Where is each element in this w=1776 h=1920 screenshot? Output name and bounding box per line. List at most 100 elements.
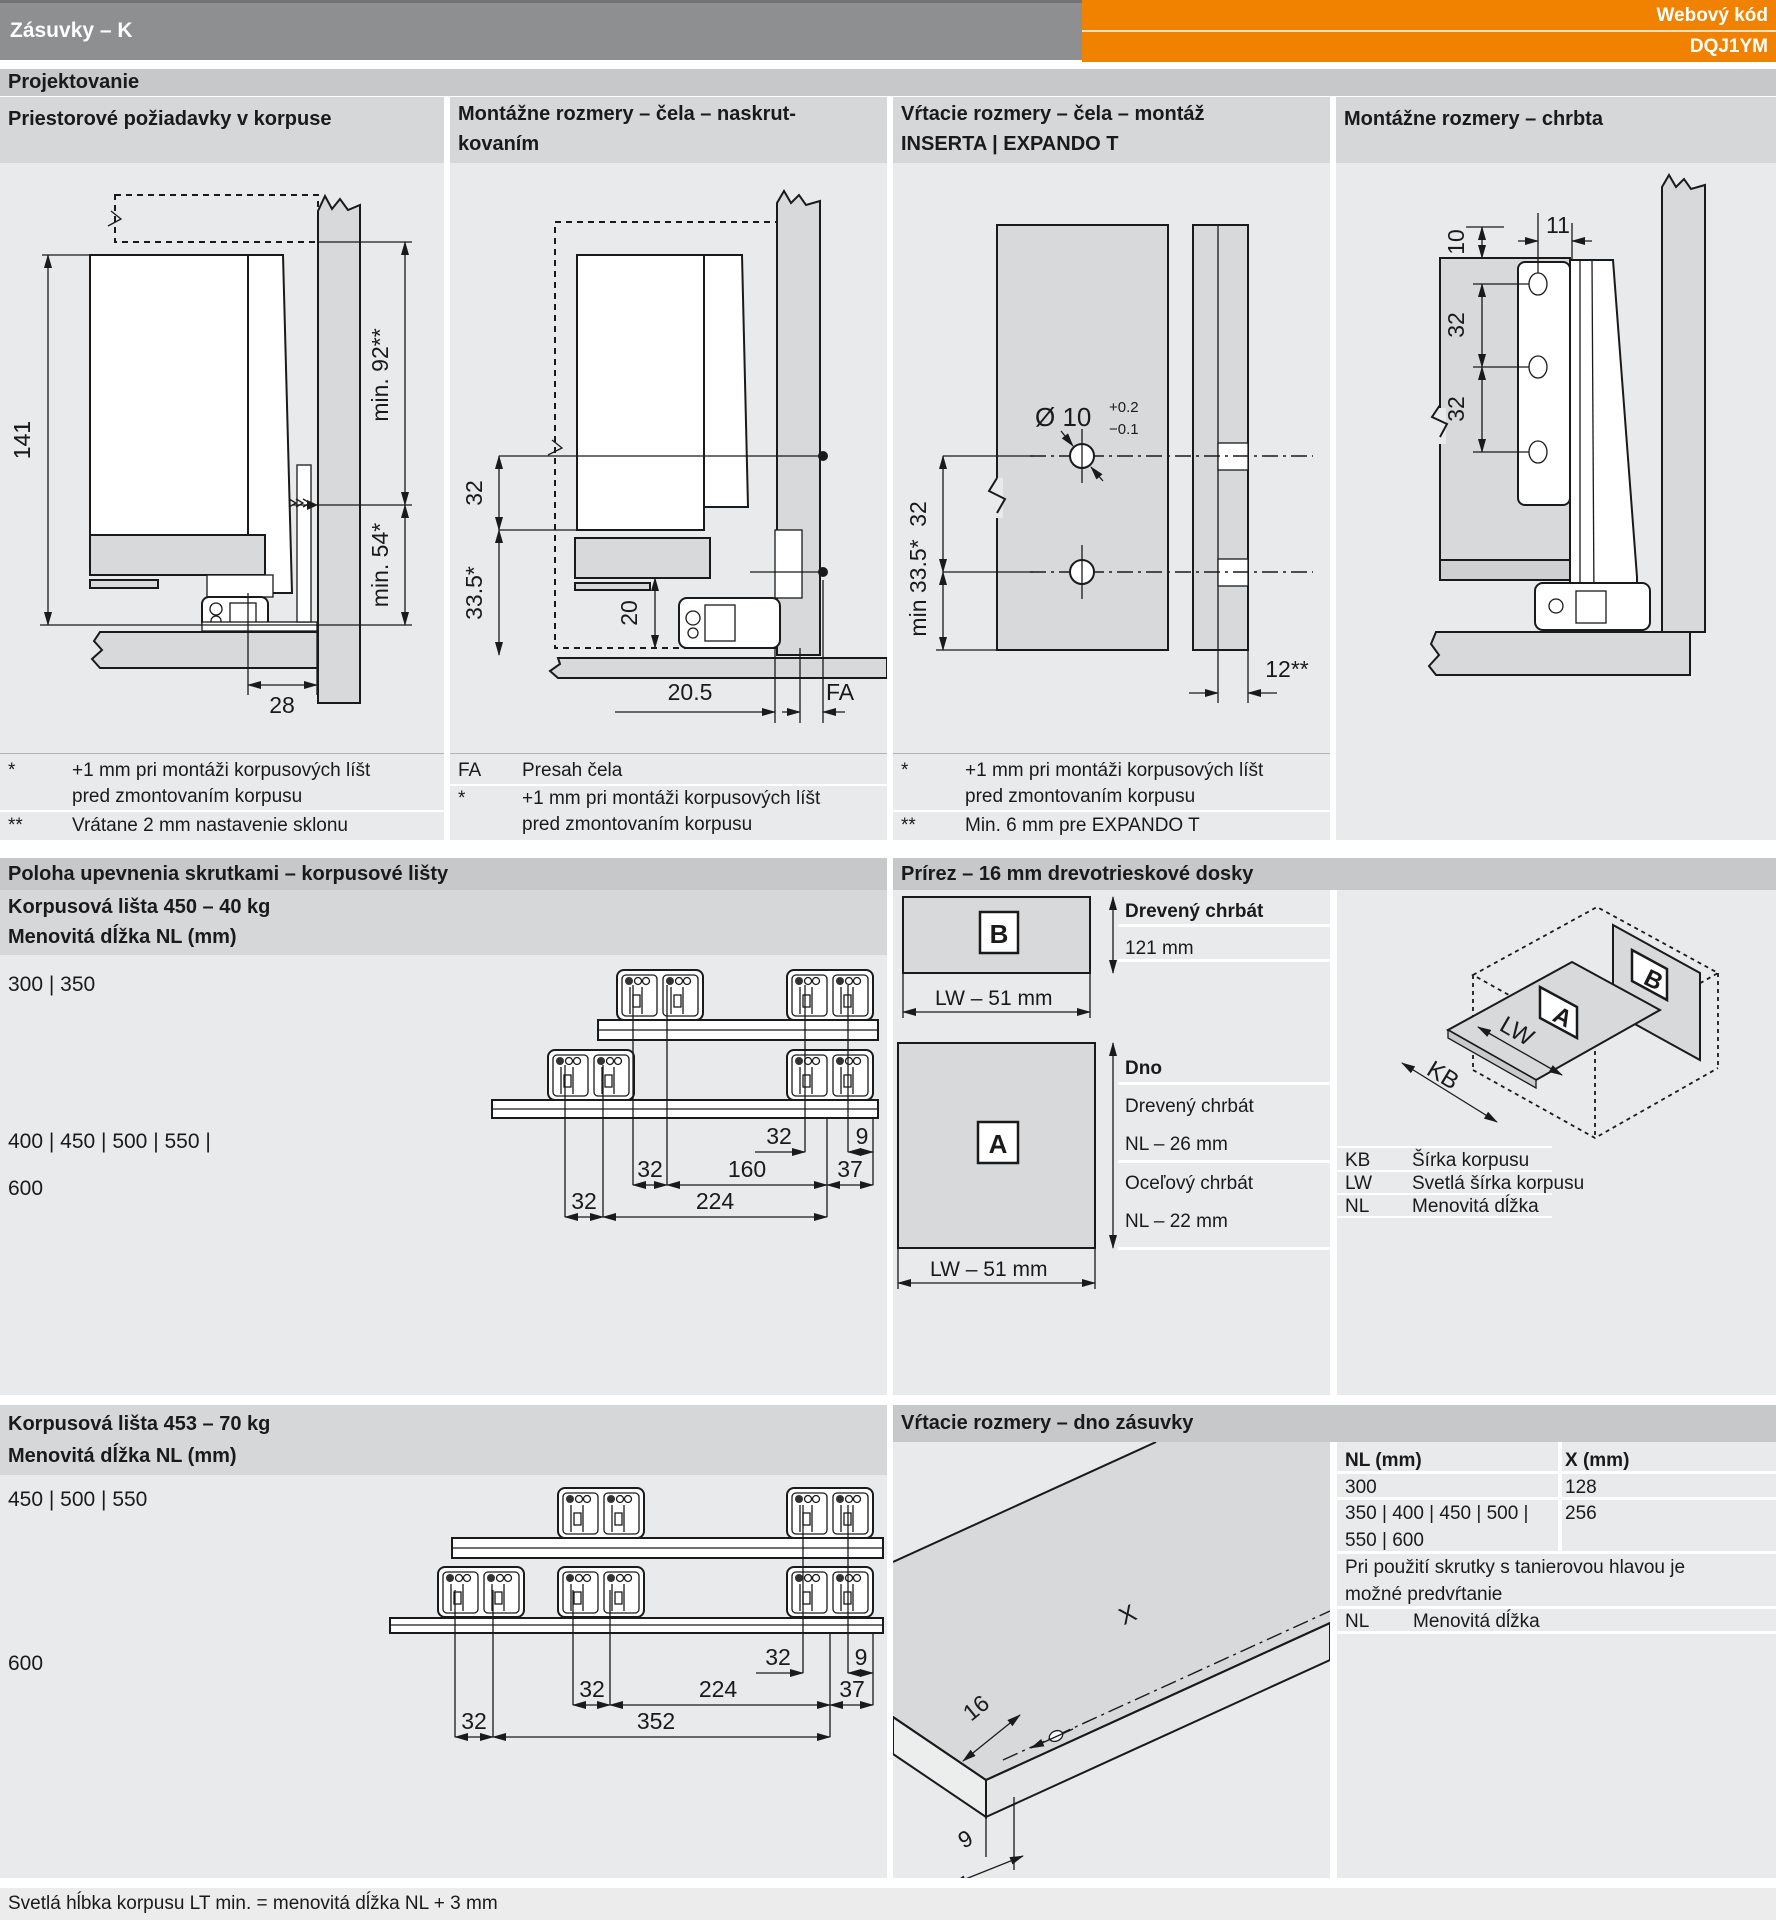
col3-title-line2: INSERTA | EXPANDO T bbox=[901, 133, 1119, 155]
s2-list2: 400 | 450 | 500 | 550 | bbox=[8, 1130, 211, 1153]
s3-right-bar: Vŕtacie rozmery – dno zásuvky bbox=[893, 1405, 1776, 1442]
legend-kb-sym: KB bbox=[1345, 1150, 1371, 1171]
legend-nl-desc: Menovitá dĺžka bbox=[1412, 1196, 1539, 1217]
col1-note2: Vrátane 2 mm nastavenie sklonu bbox=[72, 815, 349, 836]
dim-32b: 32 bbox=[1443, 396, 1469, 422]
col4-drawing: 10 11 32 32 bbox=[1427, 173, 1706, 676]
col2-footnote-topline bbox=[450, 753, 887, 754]
a-row2: NL – 26 mm bbox=[1125, 1134, 1228, 1155]
gap-s2-s3 bbox=[0, 1395, 1776, 1405]
s2-left-band: Korpusová lišta 450 – 40 kg Menovitá dĺž… bbox=[0, 890, 887, 955]
table-sep2 bbox=[1337, 1497, 1776, 1500]
col3-note1b: pred zmontovaním korpusu bbox=[965, 786, 1196, 807]
legend-kb-desc: Šírka korpusu bbox=[1412, 1150, 1530, 1171]
col3-note2-sym: ** bbox=[901, 815, 916, 836]
table-r2c1b: 550 | 600 bbox=[1345, 1530, 1424, 1551]
a-label-dno: Dno bbox=[1125, 1058, 1162, 1079]
dim-min92: min. 92** bbox=[367, 328, 393, 421]
s2-dim-32a: 32 bbox=[766, 1123, 792, 1149]
s2-right-gutter bbox=[1330, 890, 1337, 1395]
prirez-cut-drawing: B A bbox=[897, 896, 1117, 1289]
col2-title-line1: Montážne rozmery – čela – naskrut- bbox=[458, 103, 796, 125]
panel-b-letter: B bbox=[990, 919, 1009, 949]
dim-20: 20 bbox=[616, 600, 642, 626]
legend-sep1 bbox=[1337, 1170, 1552, 1172]
s3-left-sub1: Korpusová lišta 453 – 70 kg bbox=[8, 1413, 271, 1435]
web-code-box: Webový kód DQJ1YM bbox=[1082, 0, 1776, 62]
a-sep3 bbox=[1118, 1247, 1330, 1250]
table-r1c1: 300 bbox=[1345, 1477, 1377, 1498]
col1-dim141-text: 141 bbox=[9, 421, 35, 459]
s2-left-sub2: Menovitá dĺžka NL (mm) bbox=[8, 926, 237, 948]
col1-title: Priestorové požiadavky v korpuse bbox=[8, 108, 332, 130]
web-code-label: Webový kód bbox=[1656, 5, 1768, 26]
col3-title-band: Vŕtacie rozmery – čela – montáž INSERTA … bbox=[893, 97, 1330, 163]
s3-left-sub2: Menovitá dĺžka NL (mm) bbox=[8, 1445, 237, 1467]
col2-note1-sym: FA bbox=[458, 760, 482, 781]
legend-lw-sym: LW bbox=[1345, 1173, 1373, 1194]
drill-board-drawing: X 16 9 bbox=[893, 1442, 1330, 1878]
col3-note2: Min. 6 mm pre EXPANDO T bbox=[965, 815, 1200, 836]
dim-min54: min. 54* bbox=[367, 523, 393, 607]
table-th1: NL (mm) bbox=[1345, 1450, 1422, 1471]
svg-text:141: 141 bbox=[9, 421, 35, 459]
table-r2c2: 256 bbox=[1565, 1503, 1597, 1524]
panel-a-letter: A bbox=[989, 1129, 1008, 1159]
dim-32: 32 bbox=[461, 480, 487, 506]
dim-fa: FA bbox=[826, 679, 855, 705]
prirez-iso-drawing: B A LW KB bbox=[1401, 905, 1720, 1140]
dim-min-33-5: min 33.5* bbox=[905, 539, 931, 636]
footer-note: Svetlá hĺbka korpusu LT min. = menovitá … bbox=[8, 1893, 498, 1914]
col2-note2-sym: * bbox=[458, 788, 466, 809]
a-row1: Drevený chrbát bbox=[1125, 1096, 1254, 1117]
s3-list1: 450 | 500 | 550 bbox=[8, 1488, 148, 1511]
col3-note1a: +1 mm pri montáži korpusových líšt bbox=[965, 760, 1264, 781]
col3-footnote-topline bbox=[893, 753, 1330, 754]
table-nl-desc: Menovitá dĺžka bbox=[1413, 1611, 1540, 1632]
s3-dim-224: 224 bbox=[699, 1676, 738, 1702]
b-sep2 bbox=[1118, 959, 1330, 962]
col1-footnote-topline bbox=[0, 753, 444, 754]
s2-list3: 600 bbox=[8, 1177, 44, 1200]
section-projektovanie-bar: Projektovanie bbox=[0, 69, 1776, 96]
a-row4: NL – 22 mm bbox=[1125, 1211, 1228, 1232]
col1-note1a: +1 mm pri montáži korpusových líšt bbox=[72, 760, 371, 781]
legend-sep0 bbox=[1337, 1146, 1552, 1148]
dia-tol-up: +0.2 bbox=[1109, 399, 1139, 416]
col3-note1-sym: * bbox=[901, 760, 909, 781]
dim-12: 12** bbox=[1265, 656, 1309, 682]
b-width-label: LW – 51 mm bbox=[935, 987, 1053, 1010]
s2-left-sub1: Korpusová lišta 450 – 40 kg bbox=[8, 896, 271, 918]
s2-dim-9: 9 bbox=[856, 1123, 869, 1149]
web-code-value: DQJ1YM bbox=[1689, 36, 1768, 57]
s3-dim-32c: 32 bbox=[461, 1708, 487, 1734]
col1-note1b: pred zmontovaním korpusu bbox=[72, 786, 303, 807]
s3-list2: 600 bbox=[8, 1652, 44, 1675]
table-sep5 bbox=[1337, 1631, 1776, 1634]
col2-note2b: pred zmontovaním korpusu bbox=[522, 814, 753, 835]
col2-title-band: Montážne rozmery – čela – naskrut- kovan… bbox=[450, 97, 887, 163]
s2-dim-160: 160 bbox=[728, 1156, 766, 1182]
dim-28: 28 bbox=[269, 692, 295, 718]
col3-title-line1: Vŕtacie rozmery – čela – montáž bbox=[901, 103, 1205, 125]
b-sep1 bbox=[1118, 924, 1330, 927]
s2-rails-drawing: 32 9 32 160 37 32 224 bbox=[491, 969, 879, 1221]
table-colsep bbox=[1558, 1442, 1562, 1551]
dim-20-5: 20.5 bbox=[668, 679, 713, 705]
s3-dim-37: 37 bbox=[839, 1676, 865, 1702]
legend-lw-desc: Svetlá šírka korpusu bbox=[1412, 1173, 1585, 1194]
col2-title-line2: kovaním bbox=[458, 133, 540, 155]
col1-drawing: 141 min. 92** min. 54* 28 bbox=[9, 193, 412, 718]
col2-note-sep bbox=[450, 784, 887, 786]
a-row3: Oceľový chrbát bbox=[1125, 1173, 1254, 1194]
page-title: Zásuvky – K bbox=[10, 19, 133, 42]
legend-nl-sym: NL bbox=[1345, 1196, 1370, 1217]
b-label: Drevený chrbát bbox=[1125, 901, 1264, 922]
col3-drawing: Ø 10 +0.2 −0.1 32 min 33.5* 12** bbox=[905, 224, 1313, 703]
svg-text:141: 141 bbox=[9, 421, 35, 459]
table-note2: možné predvŕtanie bbox=[1345, 1584, 1503, 1605]
table-r2c1: 350 | 400 | 450 | 500 | bbox=[1345, 1503, 1529, 1524]
col2-note1: Presah čela bbox=[522, 760, 623, 781]
a-sep1 bbox=[1118, 1082, 1330, 1085]
